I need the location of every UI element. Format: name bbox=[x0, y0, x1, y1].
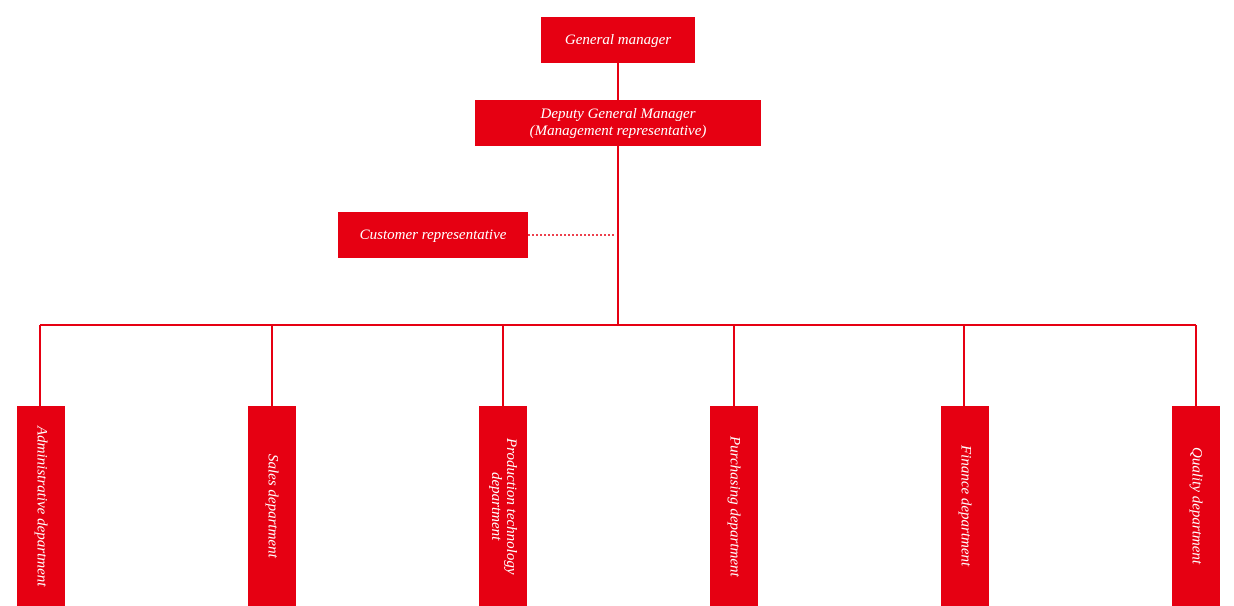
department-box-purchasing: Purchasing department bbox=[710, 406, 758, 606]
department-label-production-technology: Production technology department bbox=[488, 437, 519, 575]
department-box-production-technology: Production technology department bbox=[479, 406, 527, 606]
department-label-quality: Quality department bbox=[1188, 447, 1205, 565]
department-label-sales: Sales department bbox=[264, 454, 281, 558]
department-label-administrative: Administrative department bbox=[33, 425, 50, 587]
department-box-quality: Quality department bbox=[1172, 406, 1220, 606]
customer-representative-label: Customer representative bbox=[359, 226, 507, 243]
customer-representative-box: Customer representative bbox=[338, 212, 528, 258]
general-manager-label: General manager bbox=[564, 31, 672, 48]
deputy-general-manager-label: Deputy General Manager (Management repre… bbox=[529, 106, 707, 139]
department-label-finance: Finance department bbox=[957, 445, 974, 567]
general-manager-box: General manager bbox=[541, 17, 695, 63]
department-box-sales: Sales department bbox=[248, 406, 296, 606]
department-box-finance: Finance department bbox=[941, 406, 989, 606]
deputy-general-manager-box: Deputy General Manager (Management repre… bbox=[475, 100, 761, 146]
department-box-administrative: Administrative department bbox=[17, 406, 65, 606]
department-label-purchasing: Purchasing department bbox=[726, 435, 743, 577]
